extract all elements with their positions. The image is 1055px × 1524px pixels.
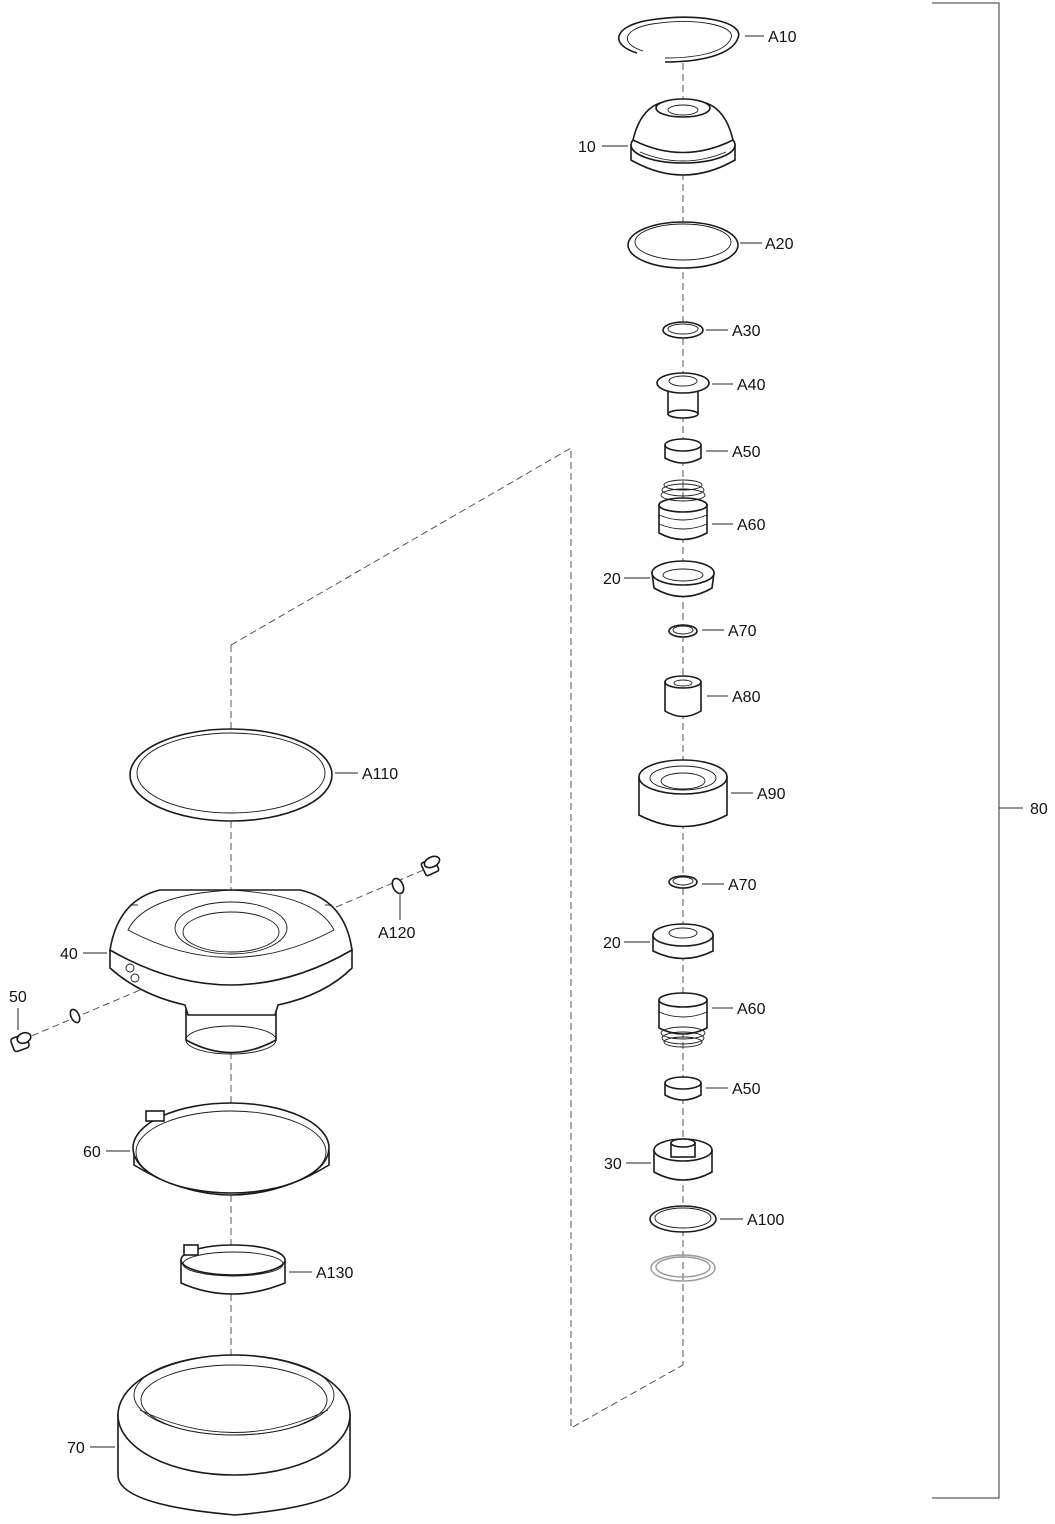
part-a60-spring-seal-top xyxy=(658,479,708,541)
part-60-clamp-ring xyxy=(132,1102,330,1196)
label-30: 30 xyxy=(604,1156,622,1173)
label-a50-bottom: A50 xyxy=(732,1081,761,1098)
part-a70-ring-bottom xyxy=(668,875,698,889)
label-60: 60 xyxy=(83,1144,101,1161)
label-a60-bottom: A60 xyxy=(737,1001,766,1018)
label-40: 40 xyxy=(60,946,78,963)
part-20-cup-top xyxy=(651,560,715,598)
part-10-cap xyxy=(630,98,736,176)
part-20-cup-bottom xyxy=(652,923,714,960)
part-plug-right xyxy=(420,855,441,877)
label-a30: A30 xyxy=(732,323,761,340)
part-a50-sleeve-bottom xyxy=(664,1076,702,1101)
group-bracket-80 xyxy=(932,2,1000,1499)
part-a120-oring xyxy=(391,877,405,895)
label-a100: A100 xyxy=(747,1212,784,1229)
part-30-cup xyxy=(653,1138,713,1181)
part-a20-ring xyxy=(627,221,739,269)
label-80: 80 xyxy=(1030,801,1048,818)
label-20-top: 20 xyxy=(603,571,621,588)
part-a70-ring-top xyxy=(668,624,698,638)
part-a60-spring-seal-bottom xyxy=(658,992,708,1048)
part-a40-bushing xyxy=(656,372,710,419)
part-a10-circlip xyxy=(618,16,740,63)
part-50-plug xyxy=(10,1031,32,1053)
label-a110: A110 xyxy=(362,766,398,783)
label-70: 70 xyxy=(67,1440,85,1457)
label-a40: A40 xyxy=(737,377,766,394)
part-a90-housing xyxy=(638,759,728,828)
dashed-connector-frame xyxy=(230,447,684,1429)
label-a90: A90 xyxy=(757,786,786,803)
label-20-bottom: 20 xyxy=(603,935,621,952)
part-70-base-pot xyxy=(117,1354,351,1516)
label-a20: A20 xyxy=(765,236,794,253)
label-a70-bottom: A70 xyxy=(728,877,757,894)
label-50: 50 xyxy=(9,989,27,1006)
part-a100-ring xyxy=(649,1205,717,1233)
part-a130-band xyxy=(180,1244,286,1295)
ghost-ring-outline xyxy=(650,1254,716,1282)
label-a130: A130 xyxy=(316,1265,353,1282)
label-10: 10 xyxy=(578,139,596,156)
label-a60-top: A60 xyxy=(737,517,766,534)
part-a30-ring xyxy=(662,321,704,339)
part-a80-sleeve xyxy=(664,675,702,718)
part-50-oring xyxy=(69,1008,81,1024)
label-a70-top: A70 xyxy=(728,623,757,640)
label-a50-top: A50 xyxy=(732,444,761,461)
label-a80: A80 xyxy=(732,689,761,706)
label-a120: A120 xyxy=(378,925,415,942)
label-a10: A10 xyxy=(768,29,797,46)
part-a50-sleeve-top xyxy=(664,438,702,464)
part-40-flange-housing xyxy=(109,889,353,1055)
part-a110-large-ring xyxy=(129,728,333,822)
